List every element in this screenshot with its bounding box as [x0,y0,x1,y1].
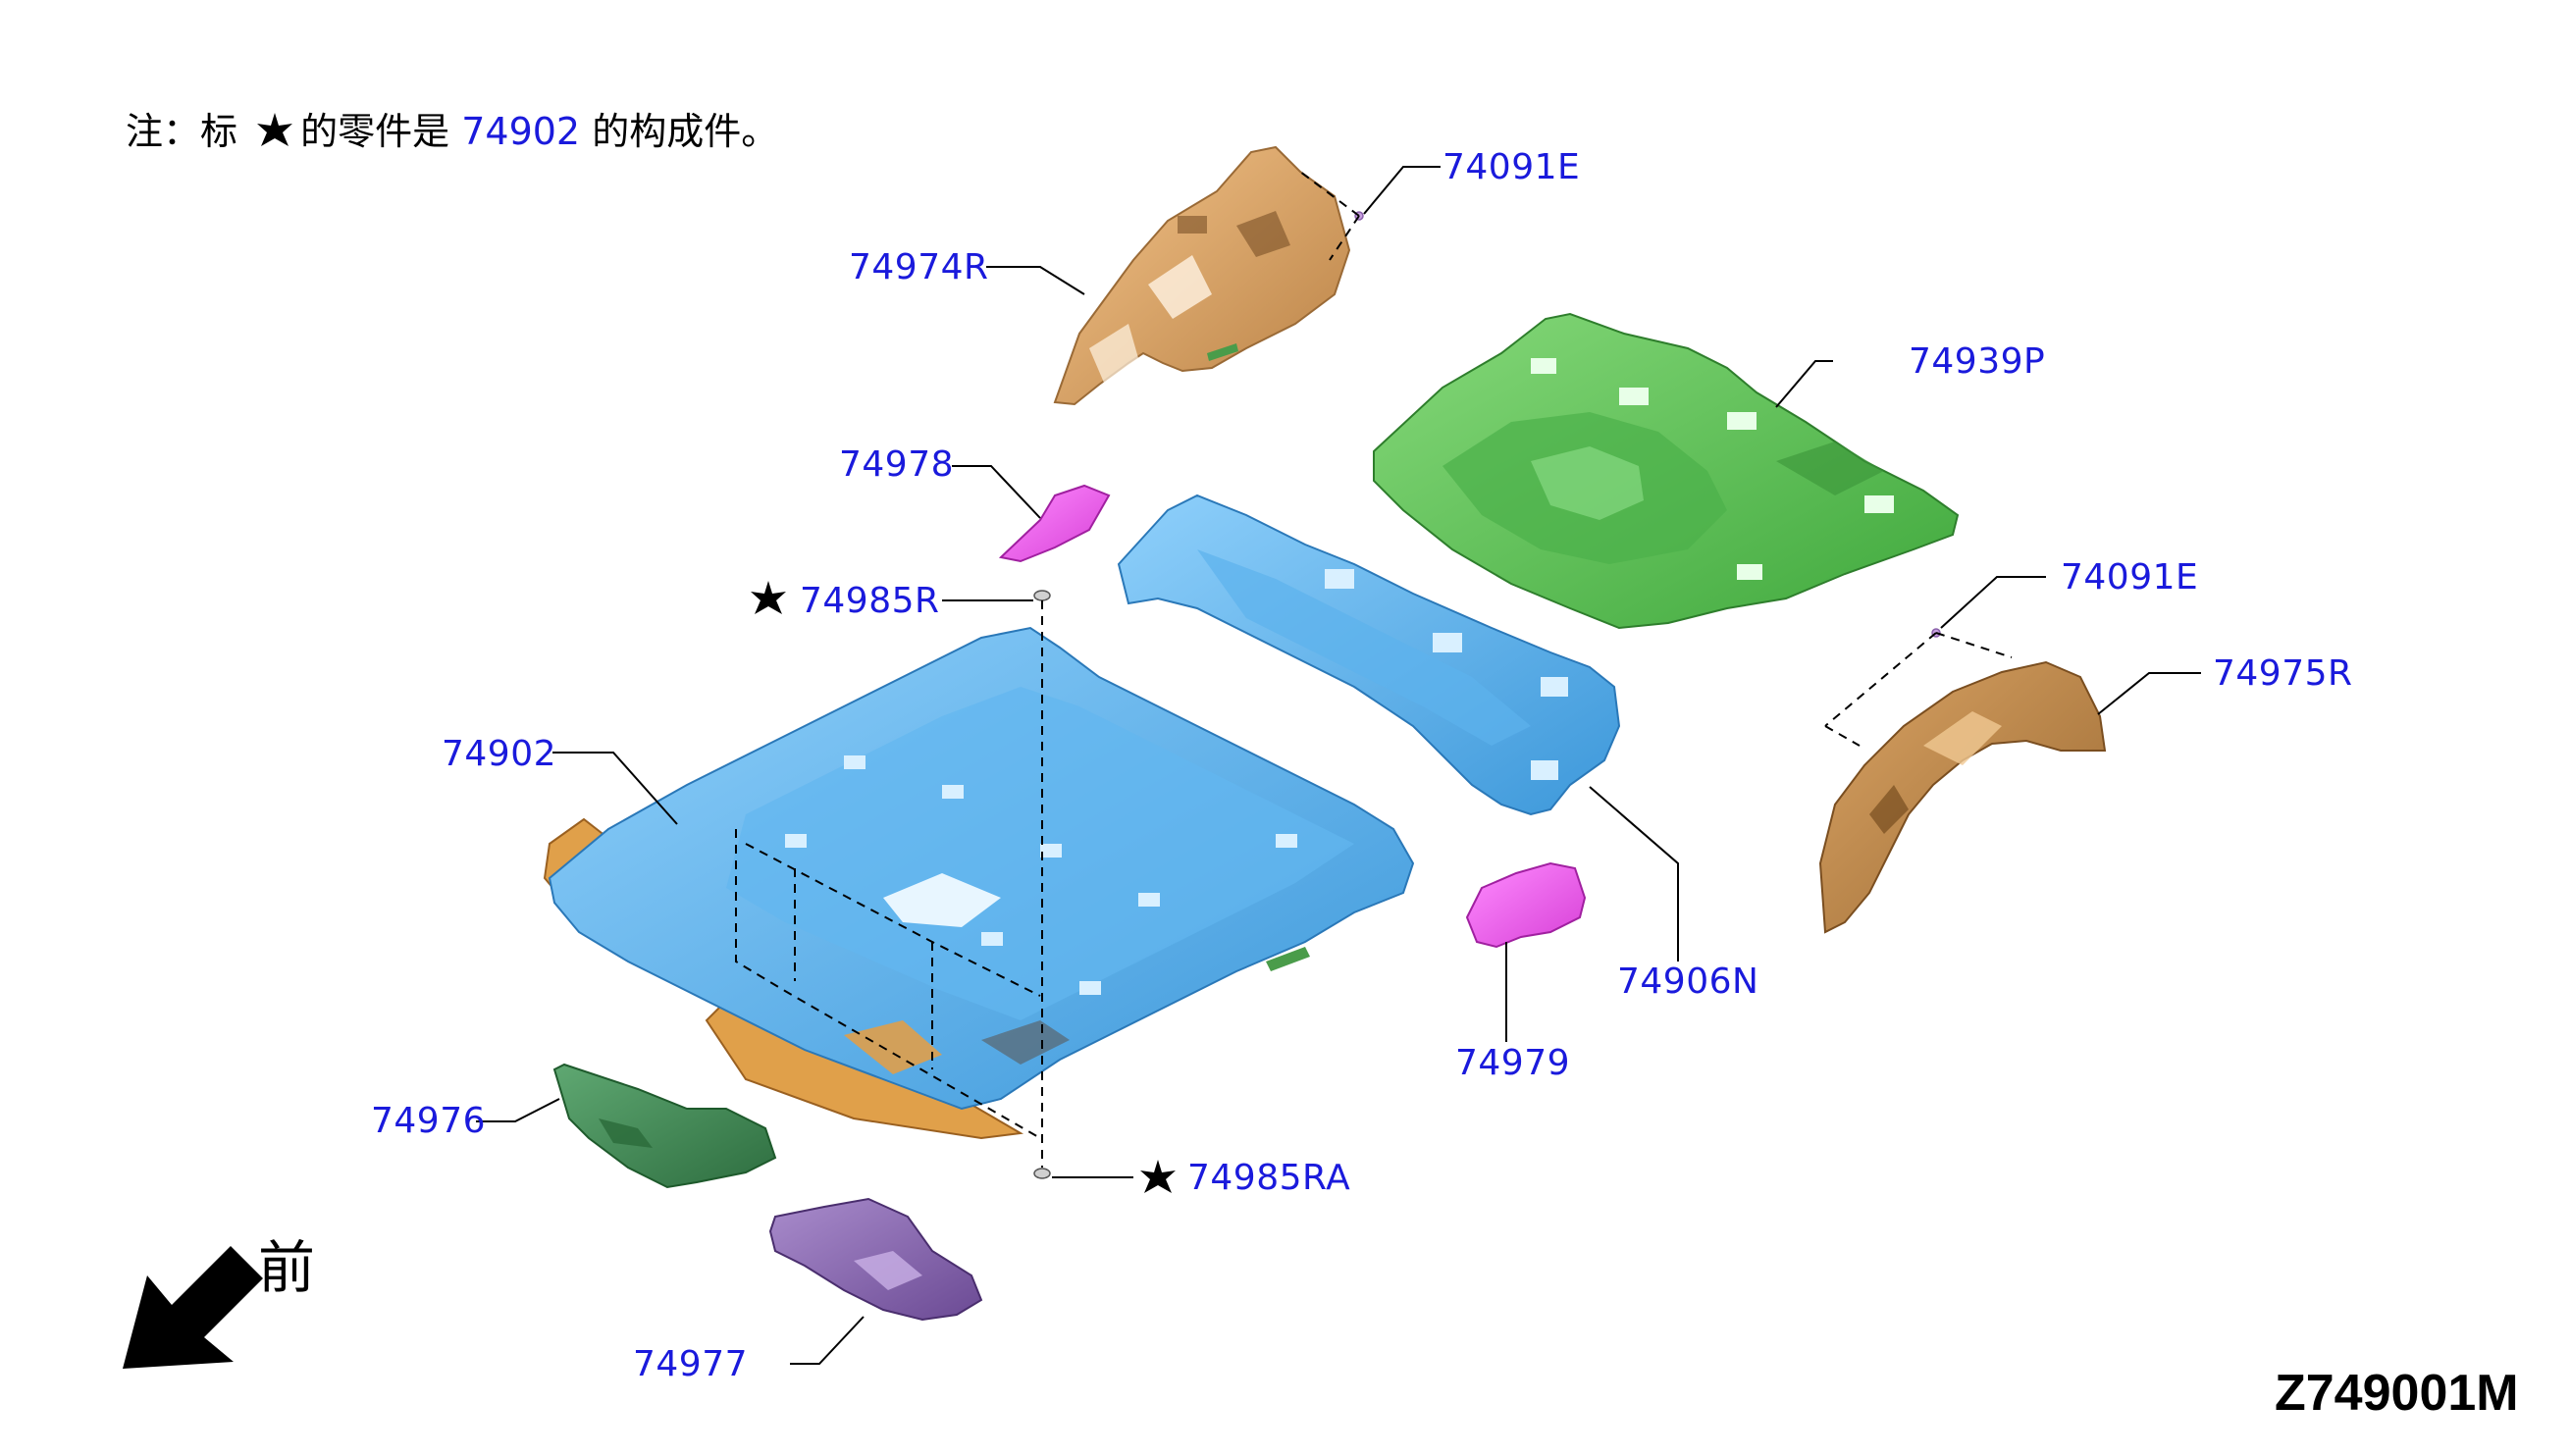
part-74902[interactable] [543,626,1415,1140]
diagram-code: Z749001M [2275,1365,2519,1422]
part-link[interactable]: 74978 [839,444,955,485]
clip-74985R[interactable] [1033,590,1051,601]
label-74975R[interactable]: 74975R [2213,653,2353,694]
part-74976[interactable] [552,1063,777,1189]
note-suffix: 的构成件。 [592,110,779,153]
part-74975R[interactable] [1818,660,2107,934]
label-74985RA[interactable]: 74985RA [1187,1158,1350,1198]
part-link[interactable]: 74985R [800,581,940,621]
part-74939P[interactable] [1373,312,1960,630]
star-icon [257,113,293,146]
part-74979[interactable] [1465,861,1587,949]
label-74979[interactable]: 74979 [1455,1043,1570,1083]
label-74974R[interactable]: 74974R [849,247,989,287]
part-link[interactable]: 74979 [1455,1043,1571,1083]
front-direction-label: 前 [258,1234,316,1301]
note-mid: 的零件是 [300,110,450,153]
leader-lines [476,166,2201,1365]
label-74091E-top[interactable]: 74091E [1442,147,1580,187]
part-link[interactable]: 74091E [1442,147,1581,187]
part-link[interactable]: 74977 [633,1344,749,1384]
label-74902[interactable]: 74902 [442,734,556,774]
label-74978[interactable]: 74978 [839,444,954,485]
part-link[interactable]: 74975R [2213,653,2353,694]
part-74978[interactable] [998,484,1111,563]
label-74939P[interactable]: 74939P [1909,341,2045,382]
star-icon [751,581,786,614]
part-74977[interactable] [768,1197,983,1322]
label-74985R[interactable]: 74985R [800,581,940,621]
part-link[interactable]: 74976 [371,1101,487,1141]
label-74977[interactable]: 74977 [633,1344,748,1384]
label-74976[interactable]: 74976 [371,1101,486,1141]
star-icon [1140,1160,1176,1193]
label-74906N[interactable]: 74906N [1617,962,1758,1002]
part-link[interactable]: 74091E [2061,557,2199,598]
part-link[interactable]: 74974R [849,247,989,287]
part-link[interactable]: 74906N [1617,962,1759,1002]
part-link[interactable]: 74939P [1909,341,2046,382]
note-part-link[interactable]: 74902 [461,110,581,153]
label-74091E-right[interactable]: 74091E [2061,557,2198,598]
part-74974R[interactable] [1053,145,1351,406]
part-74906N[interactable] [1117,494,1621,816]
front-arrow-icon [123,1246,263,1369]
part-link[interactable]: 74902 [442,734,557,774]
assembly-lines [735,171,2013,1168]
note-text: 注：标 的零件是 74902 的构成件。 [126,101,778,155]
clip-74985RA[interactable] [1033,1168,1051,1179]
part-link[interactable]: 74985RA [1187,1158,1351,1198]
note-prefix: 注：标 [126,110,238,153]
